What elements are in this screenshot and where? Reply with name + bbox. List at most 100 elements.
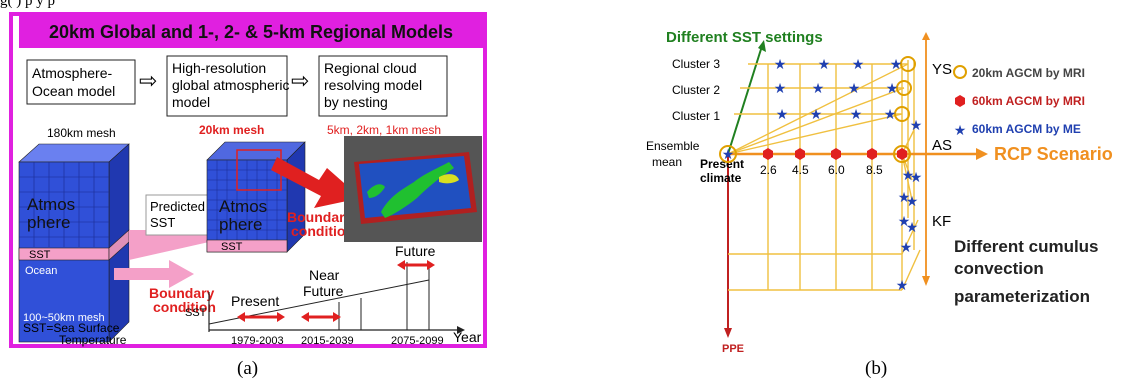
- sst-axis-arrow: [727, 45, 763, 155]
- period-label-near: Near: [309, 267, 340, 283]
- boundary-label-2b: condition: [291, 223, 354, 239]
- legend: 20km AGCM by MRI 60km AGCM by MRI ★ 60km…: [953, 65, 1085, 138]
- boundary-label-2: Boundary: [287, 209, 353, 225]
- cluster-2-label: Cluster 2: [672, 83, 720, 97]
- scheme-arrow-down: [922, 276, 930, 286]
- ring-icon: [896, 80, 912, 96]
- ensemble-label-2: mean: [652, 155, 682, 169]
- atmos-label-1: Atmos: [27, 195, 75, 214]
- me-60km-markers: ★ ★★ ★★ ★★ ★★ ★★ ★★ ★★ ★★ ★★ ★★ ★: [722, 56, 923, 293]
- arrow-icon: ⇨: [139, 68, 157, 93]
- box3-line1: Regional cloud: [324, 60, 417, 76]
- box2-line3: model: [172, 94, 210, 110]
- timeline-x-label: Year: [453, 329, 482, 345]
- arrow-icon: ⇨: [291, 68, 309, 93]
- panel-a-title: 20km Global and 1-, 2- & 5-km Regional M…: [49, 22, 453, 42]
- hexagon-icon: [897, 148, 907, 160]
- star-icon: ★: [848, 80, 861, 96]
- star-icon: ★: [896, 277, 909, 293]
- star-icon: ★: [818, 56, 831, 72]
- sst-definition-1: SST=Sea Surface: [23, 321, 120, 335]
- hexagon-icon: [795, 148, 805, 160]
- hexagon-icon: [955, 95, 965, 107]
- legend-label-3: 60km AGCM by ME: [972, 122, 1081, 136]
- atmos-label-2b: phere: [219, 215, 262, 234]
- boundary-label-1b: condition: [153, 299, 216, 315]
- star-icon: ★: [954, 122, 967, 138]
- ring-icon: [900, 56, 916, 72]
- box-regional-model: [318, 55, 448, 117]
- ensemble-label: Ensemble: [646, 139, 700, 153]
- timeline-chart: [208, 260, 465, 334]
- predicted-line2: SST: [150, 215, 175, 230]
- ppe-arrow-head: [724, 328, 732, 338]
- japan-map-image: [344, 136, 482, 242]
- predicted-sst-box: [145, 194, 217, 236]
- period-label-far: Future: [395, 243, 436, 259]
- period-years-far: 2075-2099: [391, 335, 444, 347]
- ring-icon: [894, 106, 910, 122]
- box3-line2: resolving model: [324, 77, 422, 93]
- star-icon: ★: [902, 167, 915, 183]
- sst-label-2: SST: [221, 241, 243, 253]
- star-icon: ★: [906, 219, 919, 235]
- scheme-as: AS: [932, 137, 952, 154]
- boundary-arrow-1: [114, 260, 194, 288]
- boundary-label-1: Boundary: [149, 285, 215, 301]
- atmos-label-1b: phere: [27, 213, 70, 232]
- mesh-label-180km: 180km mesh: [47, 126, 116, 140]
- star-icon: ★: [890, 56, 903, 72]
- panel-b-ensemble-diagram: Different SST settings PPE RCP Scenario …: [646, 29, 1113, 355]
- rcp-value-26: 2.6: [760, 163, 777, 177]
- sst-definition-2: Temperature: [59, 333, 127, 347]
- legend-label-2: 60km AGCM by MRI: [972, 94, 1085, 108]
- sst-arrow-head: [758, 40, 766, 52]
- rcp-label: RCP Scenario: [994, 144, 1113, 164]
- caption-a: (a): [237, 358, 259, 379]
- period-years-present: 1979-2003: [231, 335, 284, 347]
- scheme-kf: KF: [932, 213, 951, 230]
- timeline-y-label: SST: [185, 307, 207, 319]
- star-icon: ★: [810, 106, 823, 122]
- cumulus-line3: parameterization: [954, 287, 1090, 306]
- ring-icon: [893, 145, 911, 163]
- sst-title: Different SST settings: [666, 29, 823, 46]
- box-global-model: [166, 55, 288, 117]
- star-icon: ★: [910, 169, 923, 185]
- rcp-value-60: 6.0: [828, 163, 845, 177]
- mri-60km-markers: [763, 148, 907, 160]
- mesh-label-regional: 5km, 2km, 1km mesh: [327, 123, 441, 137]
- mri-20km-markers: [719, 56, 916, 163]
- atmos-label-2: Atmos: [219, 197, 267, 216]
- box3-line3: by nesting: [324, 94, 388, 110]
- star-icon: ★: [776, 106, 789, 122]
- sst-label-1: SST: [29, 249, 51, 261]
- panel-a-model-diagram: 20km Global and 1-, 2- & 5-km Regional M…: [9, 12, 487, 348]
- star-icon: ★: [722, 146, 735, 162]
- star-icon: ★: [812, 80, 825, 96]
- present-label-2: climate: [700, 171, 742, 185]
- cluster-1-label: Cluster 1: [672, 109, 720, 123]
- rcp-value-85: 8.5: [866, 163, 883, 177]
- star-icon: ★: [852, 56, 865, 72]
- cumulus-line2: convection: [954, 259, 1044, 278]
- scheme-arrow-up: [922, 32, 930, 40]
- star-icon: ★: [774, 56, 787, 72]
- hexagon-icon: [831, 148, 841, 160]
- box2-line1: High-resolution: [172, 60, 266, 76]
- scheme-ys: YS: [932, 61, 952, 78]
- star-icon: ★: [884, 106, 897, 122]
- star-icon: ★: [850, 106, 863, 122]
- star-icon: ★: [906, 193, 919, 209]
- title-banner: [19, 12, 484, 48]
- sst-band: [129, 230, 209, 260]
- rcp-value-45: 4.5: [792, 163, 809, 177]
- predicted-line1: Predicted: [150, 199, 205, 214]
- caption-b: (b): [865, 358, 888, 379]
- period-label-present: Present: [231, 293, 279, 309]
- star-icon: ★: [898, 189, 911, 205]
- nesting-arrow: [271, 157, 361, 208]
- cluster-3-label: Cluster 3: [672, 57, 720, 71]
- box2-line2: global atmospheric: [172, 77, 290, 93]
- star-icon: ★: [886, 80, 899, 96]
